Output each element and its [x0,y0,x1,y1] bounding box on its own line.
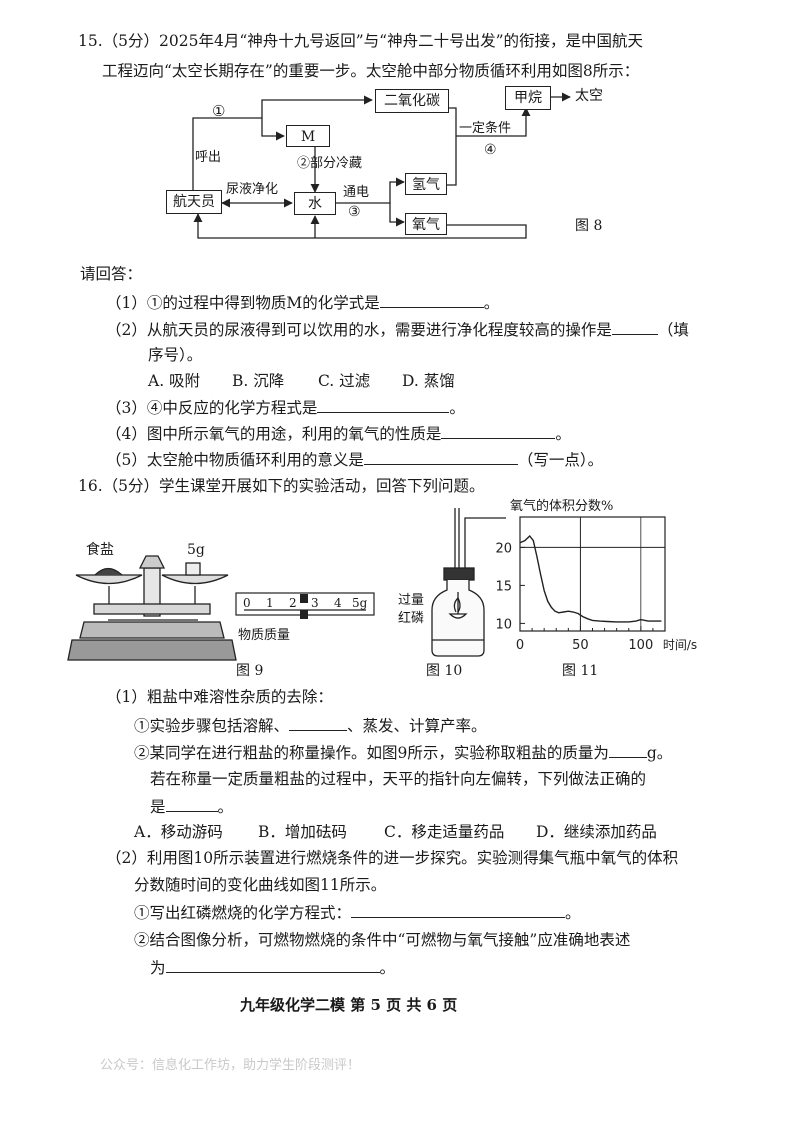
circle-1-label: ① [212,102,226,120]
exhale-label: 呼出 [195,150,222,165]
oxygen-curve-0 [519,534,662,623]
scale-tick-4: 4 [334,596,342,610]
q15-sub2-line1: （2）从航天员的尿液得到可以饮用的水，需要进行净化程度较高的操作是（填 [106,320,689,339]
oxygen-chart: 10 15 20 0 50 100 时间/s [495,516,697,653]
answer-blank-q15-1[interactable] [379,293,484,308]
x-tick-label-100: 100 [628,638,653,653]
q16-sub2-b-line2: 为。 [150,958,396,977]
page-footer: 九年级化学二模 第 5 页 共 6 页 [240,996,458,1014]
scale-tick-3: 3 [311,596,319,610]
x-tick-label-50: 50 [572,638,589,653]
q16-sub2-line2: 分数随时间的变化曲线如图11所示。 [134,876,387,894]
phosphorus-label-line2: 红磷 [398,611,425,626]
q15-sub3: （3）④中反应的化学方程式是。 [106,398,465,417]
q15-option-a: A. 吸附 [148,372,201,390]
figure-9-caption: 图 9 [236,663,264,679]
q16-sub1-b-line3: 是。 [150,797,234,816]
partial-refrigerate-label: ②部分冷藏 [297,156,363,171]
q16-option-b: B．增加砝码 [258,823,347,841]
q16-intro: 16.（5分）学生课堂开展如下的实验活动，回答下列问题。 [78,477,485,495]
electrolysis-label: 通电 [343,185,370,200]
gas-bottle-drawing [431,508,506,657]
figure-11-caption: 图 11 [562,663,599,679]
phosphorus-label-line1: 过量 [398,593,425,608]
urine-purify-label: 尿液净化 [226,182,279,197]
co2-box: 二氧化碳 [375,89,449,113]
answer-blank-q16-2b[interactable] [165,958,380,973]
answer-blank-q15-3[interactable] [317,398,450,413]
q16-option-a: A．移动游码 [134,823,223,841]
space-label: 太空 [575,88,603,104]
answer-blank-q15-4[interactable] [441,424,556,439]
q16-option-d: D．继续添加药品 [536,823,657,841]
x-axis-label: 时间/s [663,638,697,652]
q16-sub2-a: ①写出红磷燃烧的化学方程式：。 [134,903,581,922]
q16-option-c: C．移走适量药品 [384,823,505,841]
scale-tick-0: 0 [243,596,251,610]
q15-sub5: （5）太空舱中物质循环利用的意义是（写一点）。 [106,450,604,469]
x-tick-label-0: 0 [516,638,524,653]
q15-sub4: （4）图中所示氧气的用途，利用的氧气的性质是。 [106,424,571,443]
answer-blank-q16-1a[interactable] [289,716,348,731]
figure-10-caption: 图 10 [426,663,463,679]
mass-label: 物质质量 [238,628,291,643]
answer-blank-q16-2a[interactable] [351,903,566,918]
hydrogen-box: 氢气 [405,173,447,195]
figure-8-arrows [192,92,571,239]
q15-intro-line1: 15.（5分）2025年4月“神舟十九号返回”与“神舟二十号出发”的衔接，是中国… [78,32,644,50]
answer-blank-q15-2[interactable] [611,320,658,335]
circle-4-label: ④ [484,142,497,158]
q15-option-b: B. 沉降 [232,372,285,390]
chart-frame [519,516,666,632]
astronaut-box: 航天员 [166,190,222,214]
answer-blank-q16-1b-choice[interactable] [165,797,218,812]
condition-label: 一定条件 [459,121,512,136]
methane-box: 甲烷 [505,86,551,110]
answer-blank-q15-5[interactable] [363,450,518,465]
q15-sub1: （1）①的过程中得到物质M的化学式是。 [106,293,500,312]
q15-option-d: D. 蒸馏 [402,372,455,390]
y-tick-label-15: 15 [495,579,512,594]
balance-drawing [67,555,237,661]
q16-sub2-line1: （2）利用图10所示装置进行燃烧条件的进一步探究。实验测得集气瓶中氧气的体积 [106,849,679,867]
q15-sub2-line2: 序号）。 [148,346,203,364]
q16-sub2-b-line1: ②结合图像分析，可燃物燃烧的条件中“可燃物与氧气接触”应准确地表述 [134,931,631,949]
riding-scale [235,592,375,619]
figure-8-caption: 图 8 [575,218,603,234]
weight-label: 5g [187,542,205,558]
y-tick-label-10: 10 [495,617,512,632]
salt-label: 食盐 [86,542,114,558]
q16-sub1-title: （1）粗盐中难溶性杂质的去除： [106,688,333,706]
m-box: M [286,125,330,147]
q16-sub1-a: ①实验步骤包括溶解、、蒸发、计算产率。 [134,716,487,735]
chart-title: 氧气的体积分数% [510,499,614,514]
y-tick-label-20: 20 [495,541,512,556]
scale-tick-1: 1 [266,596,274,610]
oxygen-box: 氧气 [405,213,447,235]
q15-option-c: C. 过滤 [318,372,371,390]
scale-tick-2: 2 [289,596,297,610]
scale-tick-5: 5g [352,596,368,610]
answer-blank-q16-1b-mass[interactable] [608,743,647,758]
circle-3-label: ③ [348,204,361,220]
water-box: 水 [294,192,336,215]
q15-intro-line2: 工程迈向“太空长期存在”的重要一步。太空舱中部分物质循环利用如图8所示： [102,62,640,80]
please-answer: 请回答： [80,265,143,283]
watermark-text: 公众号：信息化工作坊，助力学生阶段测评！ [100,1058,361,1073]
q16-sub1-b-line2: 若在称量一定质量粗盐的过程中，天平的指针向左偏转，下列做法正确的 [150,770,647,788]
